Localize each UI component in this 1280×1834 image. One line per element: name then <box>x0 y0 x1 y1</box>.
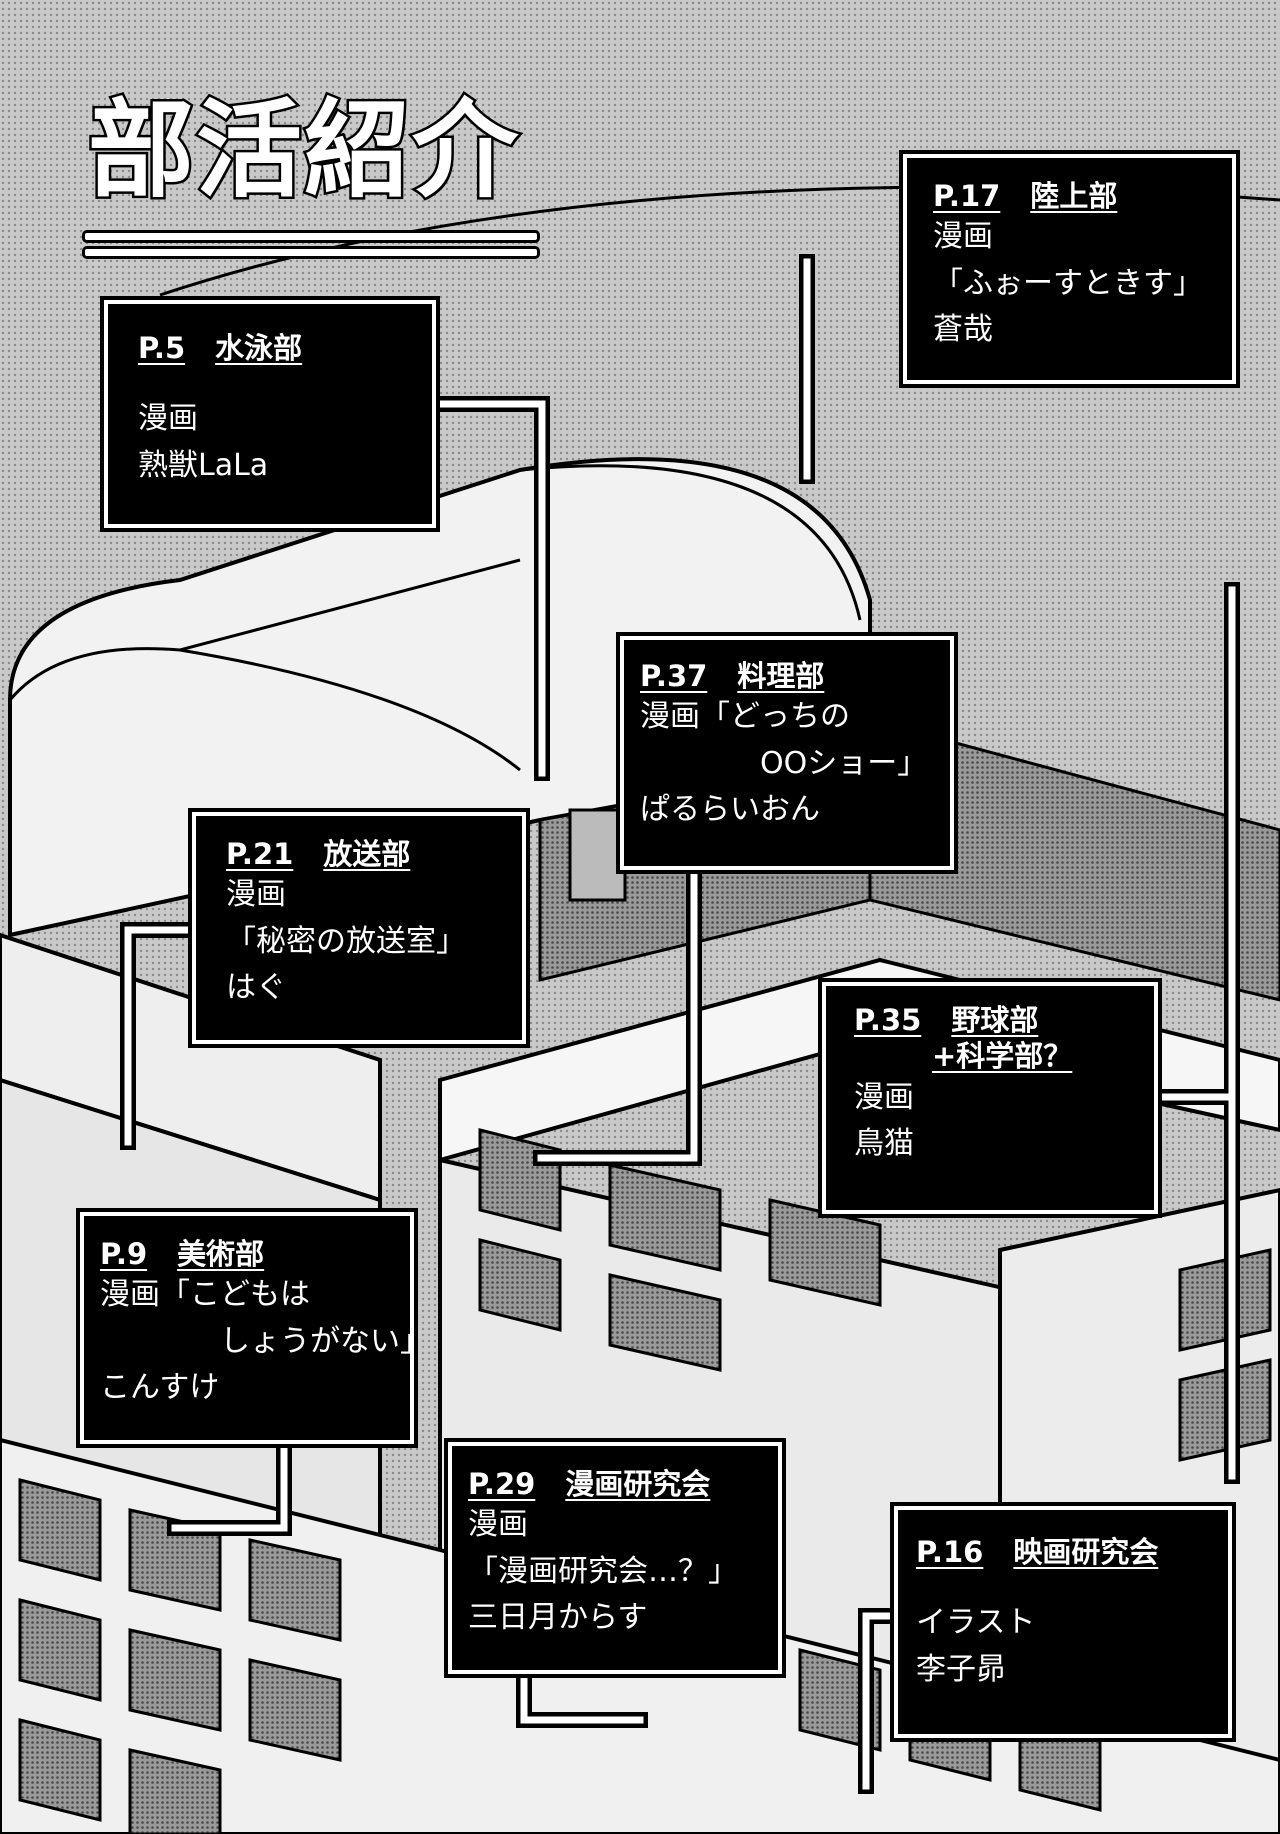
club-box-broadcasting[interactable]: P.21 放送部 漫画 「秘密の放送室」 はぐ <box>188 808 530 1048</box>
club-name: 美術部 <box>177 1237 265 1271</box>
club-heading: P.37 料理部 <box>640 658 950 694</box>
club-box-swimming[interactable]: P.5 水泳部 漫画 熟獣LaLa <box>100 296 440 532</box>
work-type: イラスト <box>916 1605 1036 1641</box>
author: ぱるらいおん <box>640 792 820 828</box>
author: 熟獣LaLa <box>138 447 269 483</box>
page-number: P.35 <box>854 1003 922 1037</box>
club-name: 料理部 <box>737 659 825 693</box>
club-heading: P.29 漫画研究会 <box>468 1466 778 1502</box>
work-title: 漫画「こどもは <box>100 1277 310 1313</box>
club-name: 水泳部 <box>215 331 303 365</box>
page-number: P.17 <box>933 179 1001 213</box>
page-title: 部活紹介 <box>86 89 521 212</box>
club-heading: P.17 陸上部 <box>933 178 1232 214</box>
work-type: 漫画 <box>468 1507 528 1543</box>
author: 蒼哉 <box>933 312 993 348</box>
club-box-cooking[interactable]: P.37 料理部 漫画「どっちの OOショー」 ぱるらいおん <box>616 632 958 874</box>
club-box-film-research[interactable]: P.16 映画研究会 イラスト 李子昴 <box>890 1502 1236 1742</box>
spacer <box>138 366 432 396</box>
work-type: 漫画 <box>226 877 286 913</box>
page-number: P.9 <box>100 1237 148 1271</box>
work-title: 「秘密の放送室」 <box>226 923 466 959</box>
club-name: 映画研究会 <box>1013 1535 1159 1569</box>
club-name-secondary: +科学部？ <box>932 1039 1073 1074</box>
page-number: P.16 <box>916 1535 984 1569</box>
club-name: 陸上部 <box>1030 179 1118 213</box>
club-box-manga-research[interactable]: P.29 漫画研究会 漫画 「漫画研究会…？」 三日月からす <box>444 1438 786 1678</box>
author: 鳥猫 <box>854 1126 914 1161</box>
page-number: P.37 <box>640 659 708 693</box>
club-box-baseball-science[interactable]: P.35 野球部 +科学部？ 漫画 鳥猫 <box>818 978 1162 1218</box>
work-title: 「ふぉーすときす」 <box>933 265 1203 301</box>
author: はぐ <box>226 970 286 1006</box>
club-box-track[interactable]: P.17 陸上部 漫画 「ふぉーすときす」 蒼哉 <box>899 150 1240 388</box>
club-heading: P.5 水泳部 <box>138 330 432 366</box>
author: こんすけ <box>100 1370 220 1406</box>
work-title: 漫画「どっちの <box>640 699 850 735</box>
page-number: P.29 <box>468 1467 536 1501</box>
club-name: 漫画研究会 <box>565 1467 711 1501</box>
author: 三日月からす <box>468 1600 648 1636</box>
author: 李子昴 <box>916 1651 1006 1687</box>
club-heading: P.16 映画研究会 <box>916 1534 1228 1570</box>
club-name: 野球部 <box>951 1003 1039 1037</box>
club-heading: P.21 放送部 <box>226 836 522 872</box>
work-title: 「漫画研究会…？」 <box>468 1553 738 1589</box>
club-heading: P.35 野球部 <box>854 1002 1154 1038</box>
club-box-art[interactable]: P.9 美術部 漫画「こどもは しょうがない」 こんすけ <box>76 1208 430 1448</box>
work-title-cont: OOショー」 <box>760 745 928 781</box>
page-number: P.21 <box>226 837 294 871</box>
club-heading: P.9 美術部 <box>100 1236 410 1272</box>
work-type: 漫画 <box>138 401 198 437</box>
title-underline-bottom <box>82 246 540 259</box>
work-title-cont: しょうがない」 <box>220 1323 430 1359</box>
title-underline-top <box>82 230 540 243</box>
spacer <box>916 1570 1228 1600</box>
club-name: 放送部 <box>323 837 411 871</box>
work-type: 漫画 <box>933 219 993 255</box>
work-type: 漫画 <box>854 1079 914 1115</box>
page-number: P.5 <box>138 331 186 365</box>
